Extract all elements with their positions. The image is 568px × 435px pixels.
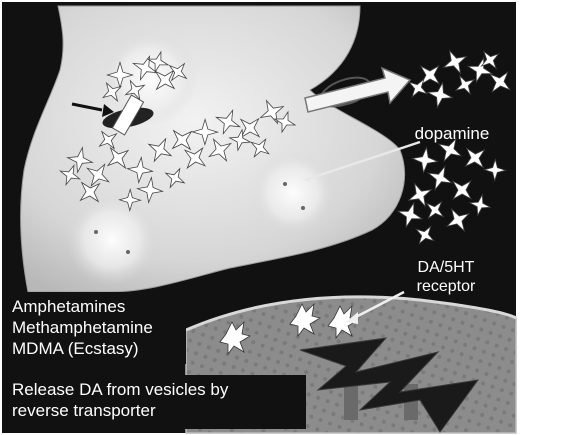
drug-amphetamines: Amphetamines [12, 296, 178, 317]
mechanism-box: Release DA from vesicles by reverse tran… [4, 375, 306, 429]
right-margin [516, 10, 566, 435]
vesicle-star [283, 182, 287, 186]
drug-methamphetamine: Methamphetamine [12, 317, 178, 338]
vesicle-star [126, 250, 130, 254]
dopamine-label: dopamine [404, 124, 500, 143]
receptor-label: DA/5HT receptor [390, 258, 502, 296]
mechanism-line1: Release DA from vesicles by [12, 379, 298, 400]
mechanism-line2: reverse transporter [12, 400, 298, 421]
receptor-label-line1: DA/5HT [390, 258, 502, 277]
drug-list-box: Amphetamines Methamphetamine MDMA (Ecsta… [4, 292, 186, 364]
vesicle [66, 194, 158, 286]
vesicle [251, 151, 335, 235]
vesicle-star [301, 206, 305, 210]
receptor-label-line2: receptor [390, 277, 502, 296]
drug-mdma: MDMA (Ecstasy) [12, 338, 178, 359]
vesicle-star [94, 230, 98, 234]
